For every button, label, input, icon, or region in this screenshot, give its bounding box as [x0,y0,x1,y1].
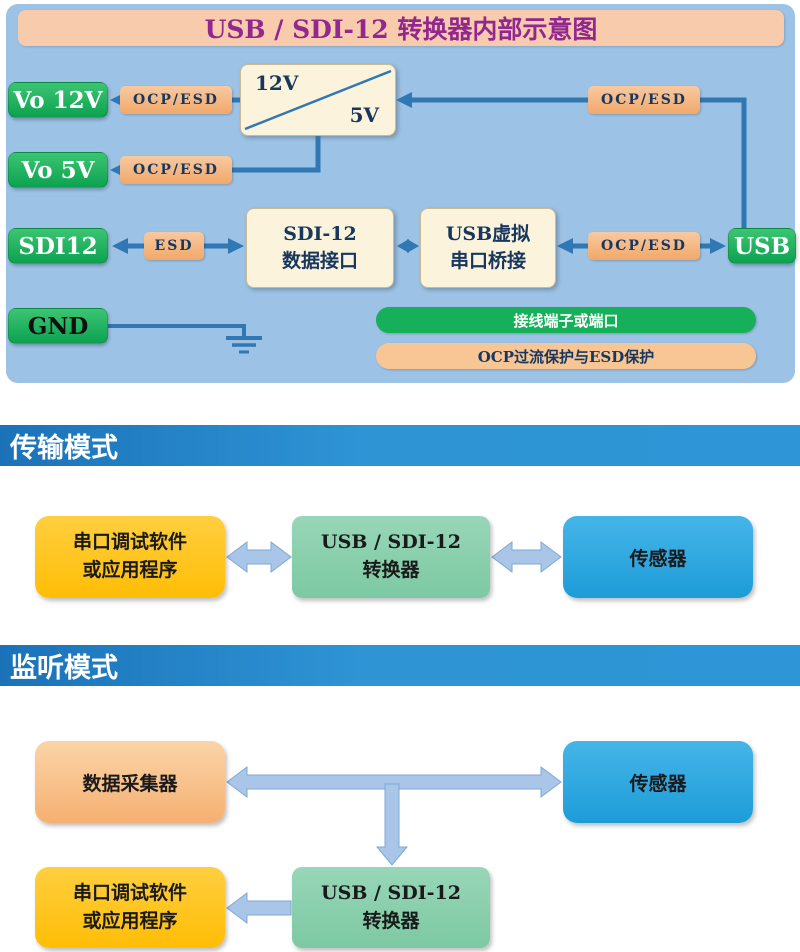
terminal-vo5v: Vo 5V [8,152,108,188]
dcdc-diagonal-icon [244,69,392,131]
converter-line2: 转换器 [362,559,420,581]
protection-label: ESD [154,238,194,254]
terminal-usb: USB [728,228,796,264]
monitoring-mode-header: 监听模式 [0,645,800,686]
protection-esd-sdi12: ESD [144,232,204,260]
converter-line1: USB / SDI-12 [321,531,461,554]
terminal-gnd-label: GND [27,312,89,340]
legend-protection-label: OCP过流保护与ESD保护 [477,347,655,366]
protection-label: OCP/ESD [601,238,687,254]
usb-bridge-line1: USB虚拟 [445,223,531,246]
legend-terminal-bar: 接线端子或端口 [376,307,756,333]
sensor-box-monitoring: 传感器 [563,741,753,823]
sensor-label: 传感器 [629,772,687,795]
legend-protection-bar: OCP过流保护与ESD保护 [376,343,756,369]
software-line2: 或应用程序 [82,559,178,581]
protection-label: OCP/ESD [601,92,687,108]
terminal-gnd: GND [8,308,108,344]
converter-input-label: 12V [255,71,299,95]
protection-ocp-esd-usb-power: OCP/ESD [588,86,700,114]
sensor-label: 传感器 [629,547,687,570]
collector-label: 数据采集器 [82,772,178,795]
terminal-vo12v: Vo 12V [8,82,108,118]
usb-bridge-line2: 串口桥接 [449,250,526,272]
diagram-title: USB / SDI-12 转换器内部示意图 [18,10,784,46]
protection-ocp-esd-vo5v: OCP/ESD [120,156,232,184]
transmission-right-arrow-icon [491,541,562,573]
transmission-mode-header: 传输模式 [0,425,800,466]
diagram-title-text: USB / SDI-12 转换器内部示意图 [204,15,598,44]
protection-ocp-esd-vo12v: OCP/ESD [120,86,232,114]
monitoring-left-arrow-icon [226,892,292,924]
sensor-box-transmission: 传感器 [563,516,753,598]
collector-box: 数据采集器 [35,741,225,823]
sdi12-interface-line1: SDI-12 [283,223,357,246]
software-box-transmission: 串口调试软件 或应用程序 [35,516,225,598]
transmission-left-arrow-icon [226,541,292,573]
protection-ocp-esd-usb-data: OCP/ESD [588,232,700,260]
monitoring-mode-title: 监听模式 [10,653,118,684]
terminal-sdi12: SDI12 [8,228,108,264]
terminal-vo12v-label: Vo 12V [13,86,103,114]
converter-box-transmission: USB / SDI-12 转换器 [292,516,490,598]
sdi12-interface-line2: 数据接口 [281,250,358,272]
software-line1: 串口调试软件 [72,881,187,904]
software-box-monitoring: 串口调试软件 或应用程序 [35,867,225,948]
legend-terminal-label: 接线端子或端口 [513,311,619,330]
converter-line1: USB / SDI-12 [321,881,461,904]
terminal-sdi12-label: SDI12 [18,232,98,260]
terminal-usb-label: USB [733,232,791,260]
converter-box-monitoring: USB / SDI-12 转换器 [292,867,490,948]
protection-label: OCP/ESD [133,92,219,108]
protection-label: OCP/ESD [133,162,219,178]
terminal-vo5v-label: Vo 5V [21,156,95,184]
monitoring-horizontal-arrow-icon [226,766,562,798]
usb-bridge-block: USB虚拟 串口桥接 [420,208,556,288]
software-line1: 串口调试软件 [72,531,187,554]
software-line2: 或应用程序 [82,909,178,932]
converter-line2: 转换器 [362,909,420,932]
monitoring-down-arrow-icon [375,783,409,866]
sdi12-interface-block: SDI-12 数据接口 [246,208,394,288]
dcdc-converter-block: 12V 5V [240,64,396,136]
converter-output-label: 5V [349,103,379,127]
transmission-mode-title: 传输模式 [10,433,118,464]
